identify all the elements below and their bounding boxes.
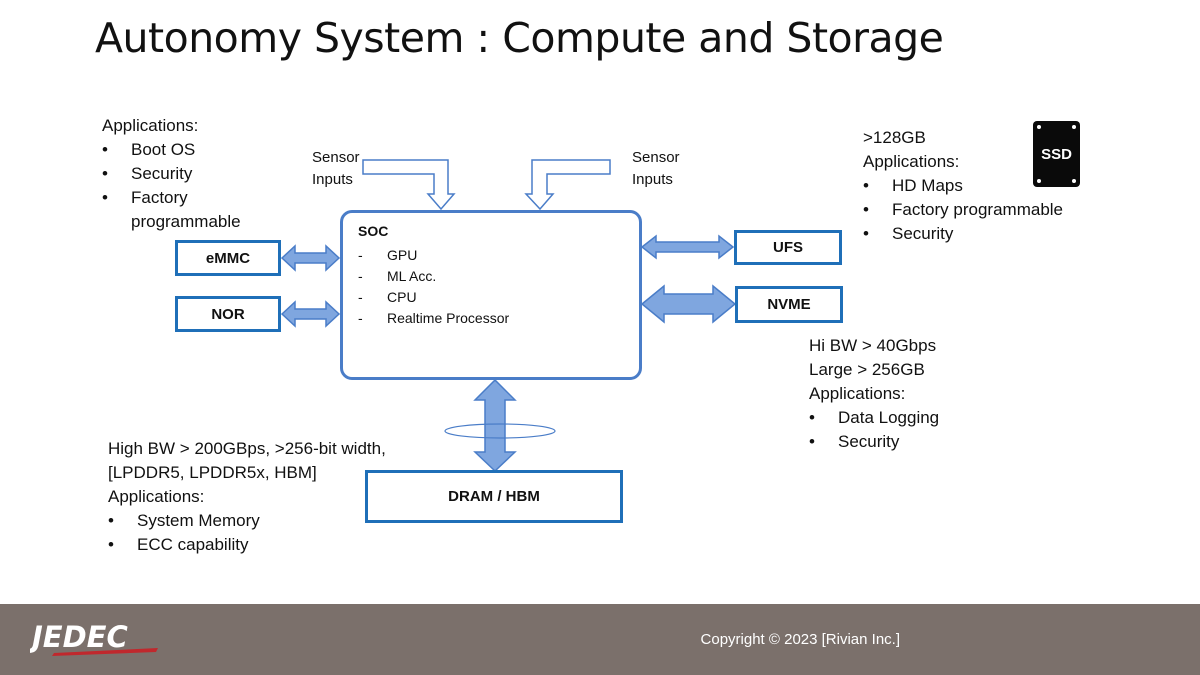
soc-block: SOC GPU ML Acc. CPU Realtime Processor	[340, 210, 642, 380]
sensor-inputs-right: Sensor Inputs	[632, 147, 680, 191]
ssd-label: SSD	[1041, 145, 1072, 163]
dram-info: High BW > 200GBps, >256-bit width, [LPDD…	[108, 437, 386, 557]
soc-component: ML Acc.	[358, 266, 509, 287]
jedec-logo-text: JEDEC	[30, 620, 128, 654]
soc-dram-arrow	[473, 378, 517, 473]
nvme-capacity: Large > 256GB	[809, 360, 925, 379]
soc-title: SOC	[358, 223, 389, 239]
boot-applications-heading: Applications:	[102, 116, 199, 135]
emmc-box: eMMC	[175, 240, 281, 276]
nvme-applications-heading: Applications:	[809, 384, 906, 403]
list-item: ECC capability	[108, 533, 386, 557]
list-item: Security	[863, 222, 1063, 246]
emmc-soc-arrow	[280, 244, 341, 272]
ufs-applications-heading: Applications:	[863, 152, 960, 171]
footer-bar	[0, 604, 1200, 675]
dram-types: [LPDDR5, LPDDR5x, HBM]	[108, 463, 317, 482]
soc-components: GPU ML Acc. CPU Realtime Processor	[358, 245, 509, 329]
ufs-capacity: >128GB	[863, 128, 926, 147]
nor-soc-arrow	[280, 300, 341, 328]
dram-hbm-box: DRAM / HBM	[365, 470, 623, 523]
list-item: HD Maps	[863, 174, 1063, 198]
list-item: Boot OS	[102, 138, 241, 162]
copyright-text: Copyright © 2023 [Rivian Inc.]	[700, 631, 900, 648]
sensor-label: Inputs	[312, 171, 353, 188]
rotation-ellipse	[444, 423, 556, 439]
soc-component: GPU	[358, 245, 509, 266]
list-item-continuation: programmable	[131, 212, 241, 231]
list-item: Factory	[102, 186, 241, 210]
sensor-right-arrow	[524, 159, 611, 211]
ssd-icon: SSD	[1033, 121, 1080, 187]
ufs-box: UFS	[734, 230, 842, 265]
sensor-label: Inputs	[632, 171, 673, 188]
nor-box: NOR	[175, 296, 281, 332]
boot-applications: Applications: Boot OS Security Factory p…	[102, 114, 241, 234]
sensor-label: Sensor	[632, 149, 680, 166]
list-item: System Memory	[108, 509, 386, 533]
soc-ufs-arrow	[640, 234, 735, 260]
list-item: Security	[102, 162, 241, 186]
list-item: Factory programmable	[863, 198, 1063, 222]
soc-component: Realtime Processor	[358, 308, 509, 329]
list-item: Data Logging	[809, 406, 939, 430]
soc-nvme-arrow	[640, 284, 737, 324]
sensor-label: Sensor	[312, 149, 360, 166]
nvme-bandwidth: Hi BW > 40Gbps	[809, 336, 937, 355]
dram-applications-heading: Applications:	[108, 487, 205, 506]
dram-bandwidth: High BW > 200GBps, >256-bit width,	[108, 439, 386, 458]
connector-arrows	[280, 159, 737, 473]
page-title: Autonomy System : Compute and Storage	[95, 14, 944, 62]
logo-swoosh	[52, 648, 158, 656]
nvme-info: Hi BW > 40Gbps Large > 256GB Application…	[809, 334, 939, 454]
nvme-box: NVME	[735, 286, 843, 323]
soc-component: CPU	[358, 287, 509, 308]
sensor-inputs-left: Sensor Inputs	[312, 147, 360, 191]
ufs-info: >128GB Applications: HD Maps Factory pro…	[863, 126, 1063, 246]
sensor-left-arrow	[362, 159, 456, 211]
jedec-logo: JEDEC	[30, 620, 158, 656]
list-item: Security	[809, 430, 939, 454]
